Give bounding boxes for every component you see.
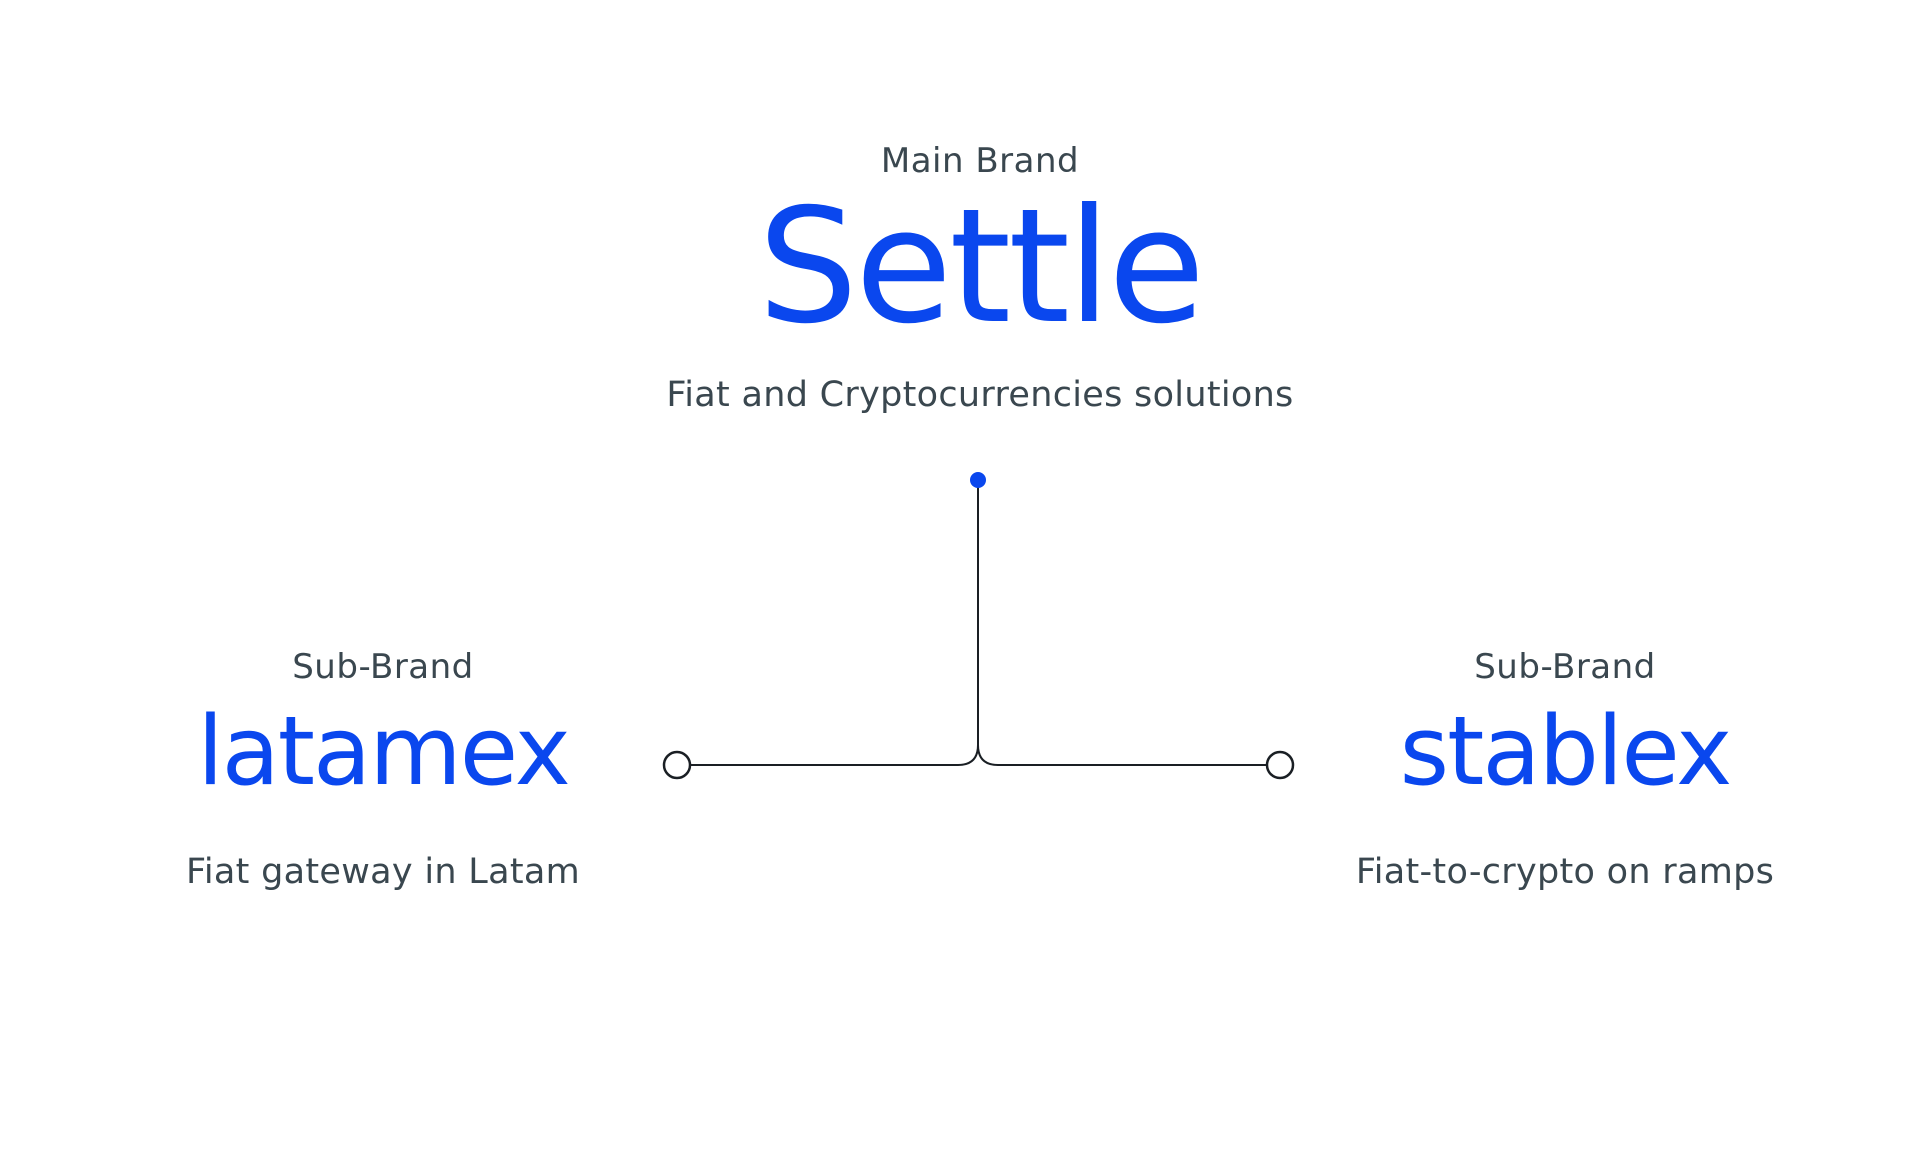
right-subbrand-eyebrow: Sub-Brand — [1474, 647, 1656, 687]
main-brand-eyebrow: Main Brand — [880, 141, 1080, 181]
connector-left-branch — [690, 744, 979, 766]
right-subbrand-tagline: Fiat-to-crypto on ramps — [1355, 852, 1775, 892]
right-subbrand-name: stablex — [1399, 697, 1733, 807]
left-subbrand-eyebrow: Sub-Brand — [292, 647, 474, 687]
connector-right-node — [1265, 750, 1295, 780]
main-brand-name: Settle — [757, 175, 1206, 359]
connector-left-node — [662, 750, 692, 780]
connector-right-branch — [977, 744, 1267, 766]
left-subbrand-name: latamex — [197, 697, 571, 807]
main-brand-tagline: Fiat and Cryptocurrencies solutions — [666, 375, 1294, 415]
left-subbrand-tagline: Fiat gateway in Latam — [186, 852, 580, 892]
connector-top-dot — [970, 472, 986, 488]
